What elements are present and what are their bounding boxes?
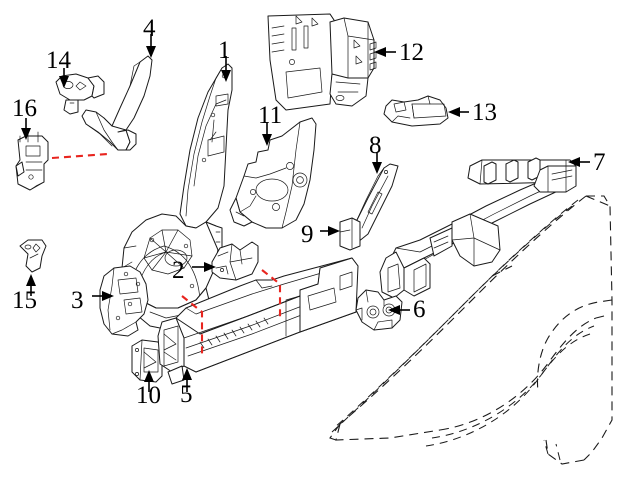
part-2-shape — [211, 241, 259, 281]
section-line-a — [51, 152, 109, 160]
callout-label-3[interactable]: 3 — [71, 287, 84, 314]
part-5-shape — [157, 257, 359, 385]
part-10-shape — [131, 339, 163, 383]
callout-label-13[interactable]: 13 — [472, 99, 497, 126]
callout-label-12[interactable]: 12 — [399, 39, 424, 66]
part-12-shape — [267, 13, 377, 111]
callout-label-10[interactable]: 10 — [136, 382, 161, 409]
part-7-shape — [379, 157, 577, 299]
callout-label-11[interactable]: 11 — [258, 102, 283, 129]
part-16-shape — [15, 131, 49, 191]
part-11-shape — [229, 117, 317, 229]
part-4-shape — [81, 55, 153, 151]
callout-label-8[interactable]: 8 — [369, 132, 382, 159]
callout-label-1[interactable]: 1 — [218, 37, 231, 64]
callout-label-7[interactable]: 7 — [593, 149, 606, 176]
part-13-shape — [383, 95, 449, 127]
part-15-shape — [19, 239, 47, 273]
part-3-shape — [99, 265, 149, 337]
callout-label-14[interactable]: 14 — [46, 47, 71, 74]
callout-label-2[interactable]: 2 — [172, 257, 185, 284]
callout-label-16[interactable]: 16 — [12, 95, 37, 122]
callout-label-5[interactable]: 5 — [180, 381, 193, 408]
part-6-shape — [355, 289, 403, 331]
callout-label-15[interactable]: 15 — [12, 287, 37, 314]
section-marks — [51, 152, 282, 358]
callout-label-4[interactable]: 4 — [143, 15, 156, 42]
callout-arrows — [21, 34, 590, 392]
part-9-shape — [339, 217, 361, 251]
section-line-b — [181, 295, 204, 358]
callout-label-6[interactable]: 6 — [413, 296, 426, 323]
fender-phantom-outline — [329, 195, 613, 465]
callout-label-9[interactable]: 9 — [301, 221, 314, 248]
